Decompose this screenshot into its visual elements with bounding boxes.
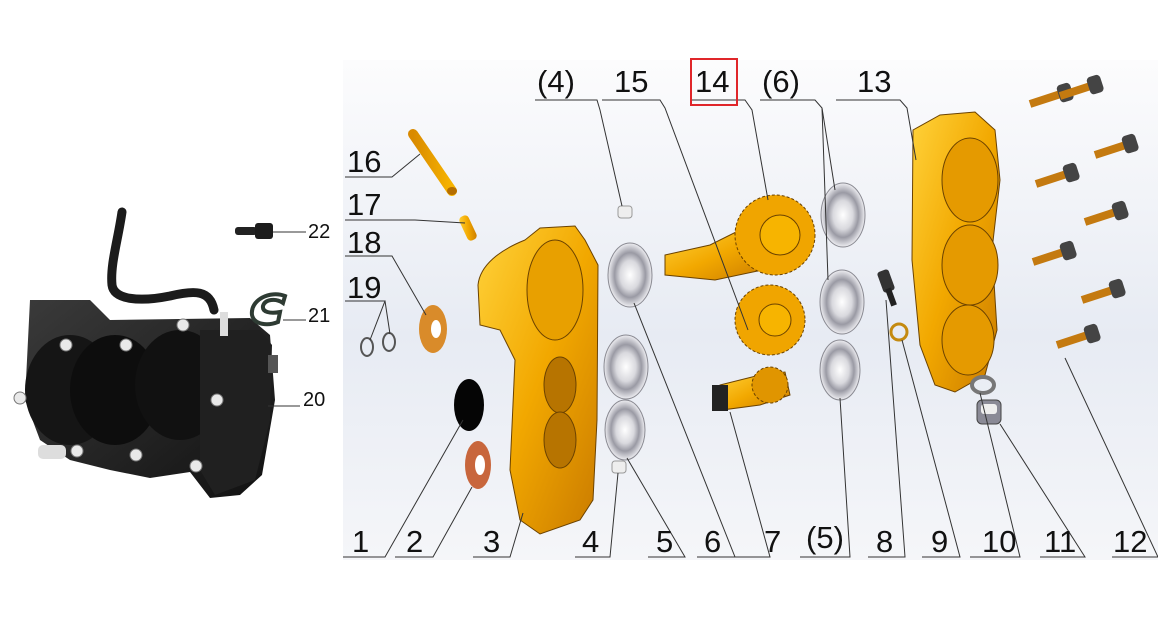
sensor-8 — [877, 269, 897, 307]
washer-2 — [465, 441, 491, 489]
label-22: 22 — [308, 221, 331, 243]
label-3: 3 — [483, 524, 501, 559]
label-11: 11 — [1044, 524, 1077, 559]
assembled-gearbox-20 — [13, 207, 278, 498]
label-5-paren: (5) — [806, 520, 844, 555]
label-7: 7 — [764, 524, 782, 559]
label-2: 2 — [406, 524, 424, 559]
washer-10 — [970, 375, 996, 395]
label-10: 10 — [982, 524, 1017, 559]
bolts-12 — [1028, 74, 1139, 349]
dowel-pin-4-top — [617, 205, 633, 219]
cover-13 — [911, 111, 1001, 393]
label-21: 21 — [308, 305, 331, 327]
label-4-paren-top: (4) — [537, 64, 575, 99]
label-8: 8 — [876, 524, 894, 559]
label-16: 16 — [347, 144, 382, 179]
circlips-19 — [360, 332, 396, 357]
label-1: 1 — [352, 524, 370, 559]
leader-lines — [343, 99, 1158, 558]
label-6: 6 — [704, 524, 722, 559]
pin-16 — [408, 129, 457, 196]
label-15: 15 — [614, 64, 649, 99]
highlight-box-14 — [690, 58, 738, 106]
spacer-18 — [419, 305, 447, 353]
label-6-paren-top: (6) — [762, 64, 800, 99]
o-ring-9 — [889, 322, 909, 342]
housing-3 — [477, 225, 599, 535]
label-12: 12 — [1113, 524, 1148, 559]
fitting-22 — [235, 223, 273, 239]
bearings-right — [819, 182, 866, 401]
label-14: 14 — [695, 64, 730, 99]
label-5: 5 — [656, 524, 674, 559]
label-4: 4 — [582, 524, 600, 559]
label-18: 18 — [347, 225, 382, 260]
dowel-pin-4-bottom — [611, 460, 627, 474]
seal-1 — [454, 379, 484, 431]
pin-17 — [459, 215, 477, 241]
label-17: 17 — [347, 187, 382, 222]
bearings-5-6 — [603, 242, 653, 461]
clip-21 — [249, 292, 288, 327]
label-19: 19 — [347, 270, 382, 305]
label-20: 20 — [303, 389, 326, 411]
label-9: 9 — [931, 524, 949, 559]
gear-shafts-7-14-15 — [664, 194, 816, 411]
plug-11 — [976, 399, 1002, 425]
label-13: 13 — [857, 64, 892, 99]
